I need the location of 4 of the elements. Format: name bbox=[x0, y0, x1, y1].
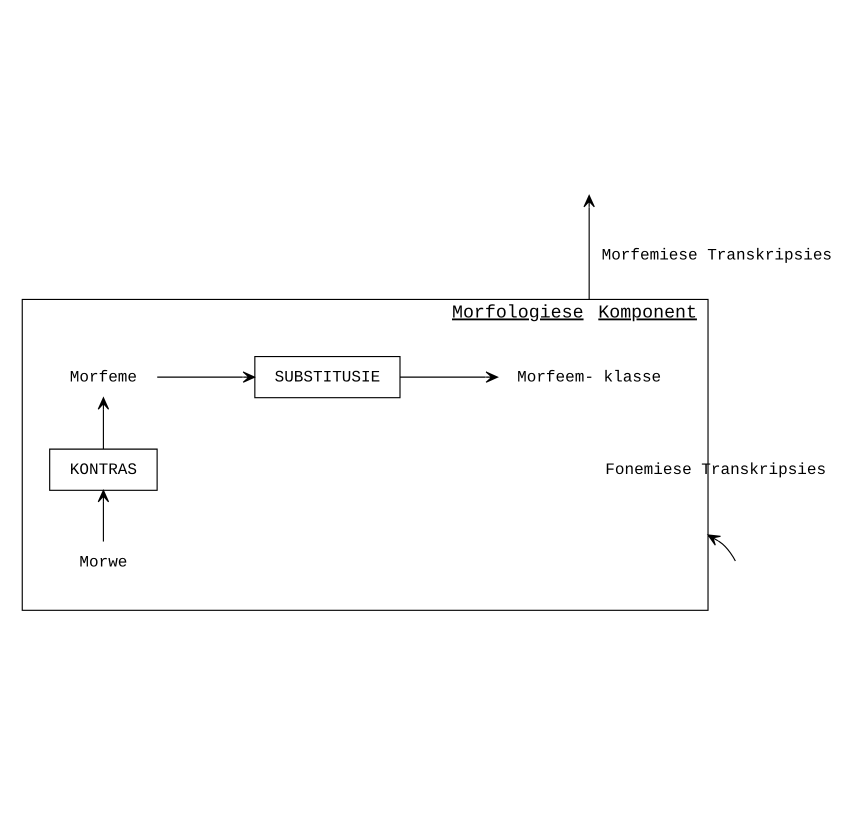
node-text: Morwe bbox=[79, 554, 128, 572]
node-text: Morfeem- klasse bbox=[517, 368, 662, 386]
edge-label: Morfemiese Transkripsies bbox=[602, 246, 832, 265]
node-text: Morfeme bbox=[70, 368, 138, 386]
